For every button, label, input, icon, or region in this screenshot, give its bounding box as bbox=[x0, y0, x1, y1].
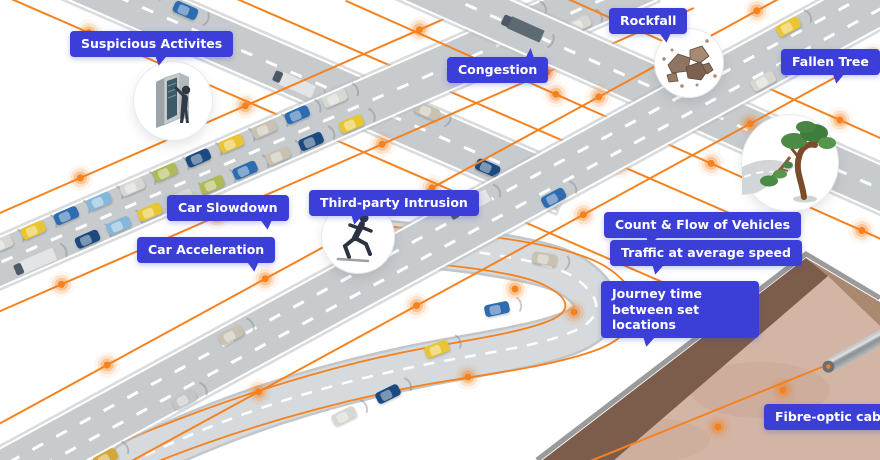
label-car-slowdown: Car Slowdown bbox=[167, 195, 289, 221]
label-congestion: Congestion bbox=[447, 57, 549, 83]
fiber-sensor-node bbox=[714, 423, 722, 431]
fiber-cable-tube bbox=[822, 308, 880, 373]
label-car-acceleration: Car Acceleration bbox=[137, 237, 276, 263]
label-suspicious-activities: Suspicious Activites bbox=[70, 31, 234, 57]
fiber-line-buried bbox=[590, 366, 823, 460]
fallen-tree-icon bbox=[742, 121, 836, 203]
rockfall-callout bbox=[655, 29, 723, 97]
label-count-flow-vehicles: Count & Flow of Vehicles bbox=[604, 212, 802, 238]
cabinet-tamper-icon bbox=[156, 72, 191, 128]
suspicious-activity-callout bbox=[134, 62, 212, 140]
label-fallen-tree: Fallen Tree bbox=[781, 49, 880, 75]
fallen-tree-callout bbox=[742, 115, 838, 211]
fiber-sensor-node bbox=[779, 386, 787, 394]
fiber-sensor-node bbox=[570, 308, 578, 316]
running-intruder-icon bbox=[336, 213, 373, 263]
fiber-sensor-node bbox=[511, 285, 519, 293]
label-journey-time: Journey time between set locations bbox=[601, 281, 759, 338]
label-third-party-intrusion: Third-party Intrusion bbox=[309, 190, 479, 216]
fiber-sensor-node bbox=[464, 373, 472, 381]
label-fibre-optic-cable: Fibre-optic cable bbox=[764, 404, 880, 430]
label-traffic-average-speed: Traffic at average speed bbox=[610, 240, 802, 266]
label-rockfall: Rockfall bbox=[609, 8, 688, 34]
rockfall-rocks-icon bbox=[662, 39, 717, 88]
